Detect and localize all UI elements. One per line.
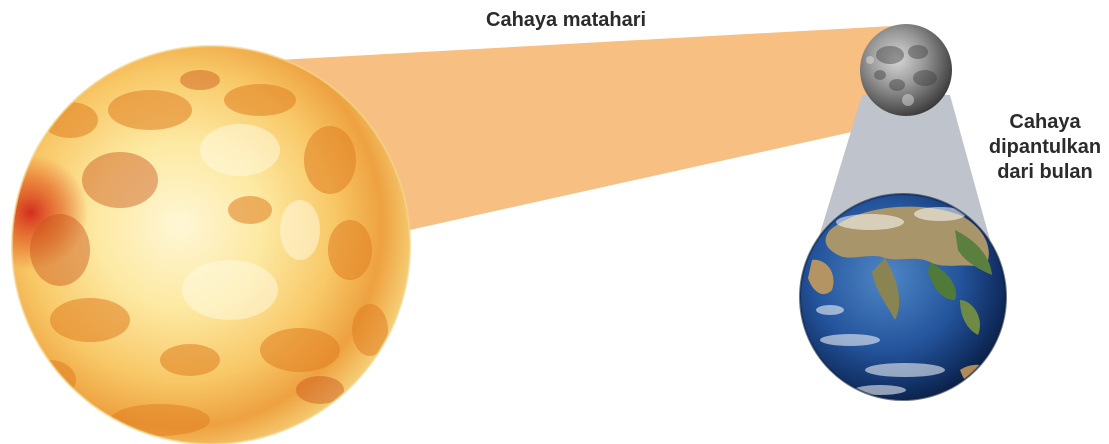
reflected-light-label-line-1: Cahaya bbox=[982, 110, 1108, 135]
earth bbox=[800, 194, 1006, 400]
sun bbox=[0, 46, 410, 444]
reflected-light-label: Cahaya dipantulkan dari bulan bbox=[982, 110, 1108, 185]
reflected-light-label-line-3: dari bulan bbox=[982, 160, 1108, 185]
sunlight-label: Cahaya matahari bbox=[486, 8, 646, 33]
moon bbox=[860, 24, 952, 116]
reflected-light-label-line-2: dipantulkan bbox=[982, 135, 1108, 160]
